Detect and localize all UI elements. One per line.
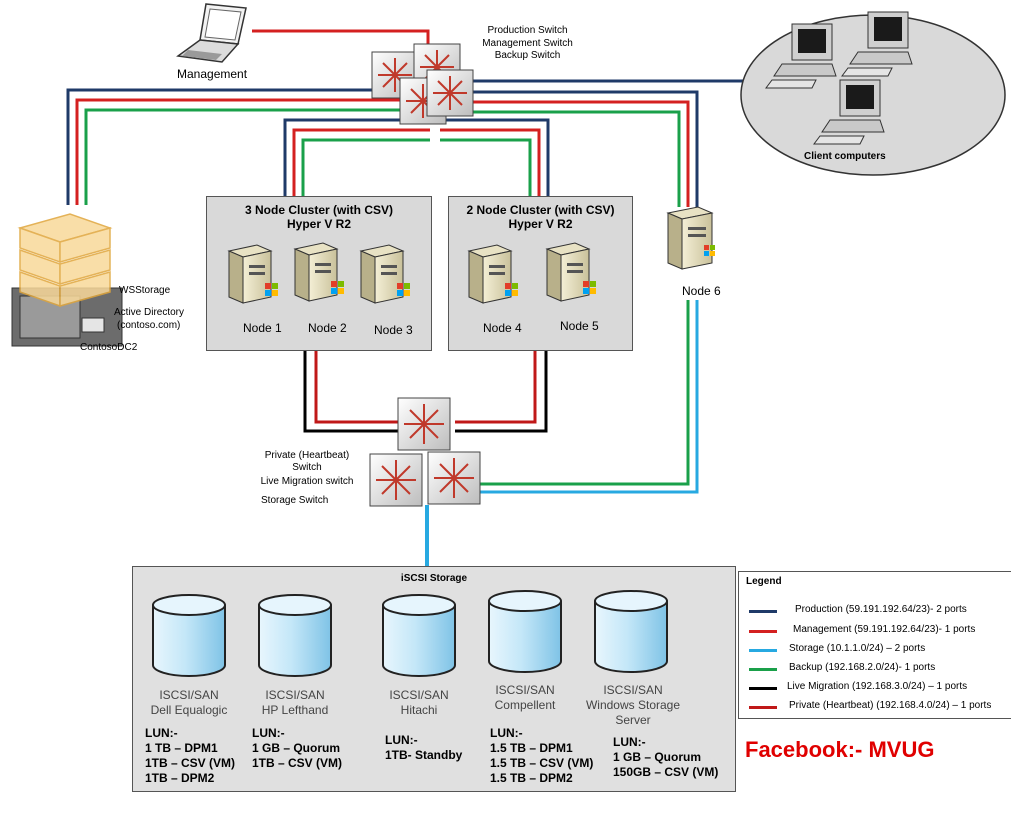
legend-label: Private (Heartbeat) (192.168.4.0/24) – 1… [789, 700, 992, 711]
server-icon [359, 244, 410, 304]
contoso-domain-label: (contoso.com) [117, 320, 181, 331]
legend-label: Storage (10.1.1.0/24) – 2 ports [789, 643, 926, 654]
legend-swatch [749, 668, 777, 671]
legend-label: Production (59.191.192.64/23)- 2 ports [795, 604, 967, 615]
backup-switch-label: Backup Switch [494, 50, 561, 61]
wsstorage-label: WSStorage [119, 285, 171, 296]
node6-management-link [470, 100, 690, 207]
dc-backup-link [84, 108, 400, 205]
node6-server-icon [666, 206, 715, 270]
node-label: Node 3 [374, 323, 413, 337]
domain-controller-icon [11, 213, 123, 347]
lun-list: LUN:- 1 GB – Quorum 1TB – CSV (VM) [252, 726, 343, 770]
cluster1-private-link [314, 350, 400, 424]
server-icon [467, 244, 518, 304]
contoso-dc2-label: ContosoDC2 [80, 342, 138, 353]
facebook-label: Facebook:- MVUG [745, 737, 935, 762]
legend-title: Legend [746, 576, 782, 587]
legend-label: Backup (192.168.2.0/24)- 1 ports [789, 662, 936, 673]
storage-switch-label: Storage Switch [261, 495, 329, 506]
private-switch-label-2: Switch [292, 462, 322, 473]
management-label: Management [177, 67, 248, 81]
management-switch-label: Management Switch [482, 38, 573, 49]
lun-list: LUN:- 1 GB – Quorum 150GB – CSV (VM) [613, 735, 719, 779]
lun-list: LUN:- 1 TB – DPM1 1TB – CSV (VM) 1TB – D… [145, 726, 236, 785]
legend-label: Management (59.191.192.64/23)- 1 ports [793, 624, 976, 635]
node-label: Node 5 [560, 319, 599, 333]
storage-title: iSCSI Storage [400, 573, 468, 584]
client-computer-icon-2 [841, 11, 913, 77]
server-icon [545, 242, 596, 302]
legend-swatch [749, 687, 777, 690]
node6-production-link [470, 90, 699, 207]
production-switch-label: Production Switch [487, 25, 568, 36]
node6-backup-lower-link [480, 300, 690, 486]
lower-switch-stack-icon [369, 397, 481, 507]
cluster2-private-link [455, 350, 537, 424]
live-migration-switch-label: Live Migration switch [260, 476, 354, 487]
cluster2-livemigration-link [455, 350, 548, 433]
node6-backup-link [470, 110, 681, 207]
san-disk-icon [594, 590, 668, 673]
private-switch-label: Private (Heartbeat) [264, 450, 350, 461]
cluster2-management-link [440, 128, 541, 196]
cluster-title: 2 Node Cluster (with CSV) [466, 203, 615, 217]
cluster-2-node-box: 2 Node Cluster (with CSV) Hyper V R2 Nod… [448, 196, 633, 351]
dc-management-link [75, 98, 400, 205]
active-directory-label: Active Directory [114, 307, 185, 318]
san-disk-icon [382, 594, 456, 677]
legend: Legend Production (59.191.192.64/23)- 2 … [738, 571, 1011, 719]
top-switch-stack-icon [371, 43, 474, 125]
san-disk-icon [152, 594, 226, 677]
cluster1-production-link [283, 118, 430, 196]
client-computers-label: Client computers [804, 151, 886, 162]
lun-list: LUN:- 1.5 TB – DPM1 1.5 TB – CSV (VM) 1.… [490, 726, 594, 785]
san-disk-icon [488, 590, 562, 673]
node-label: Node 1 [243, 321, 282, 335]
lun-list: LUN:- 1TB- Standby [385, 733, 463, 762]
legend-swatch [749, 630, 777, 633]
node6-label: Node 6 [682, 284, 721, 298]
legend-swatch [749, 649, 777, 652]
server-icon [293, 242, 344, 302]
client-computer-icon-3 [813, 79, 885, 145]
cluster1-backup-link [301, 138, 430, 196]
server-icon [227, 244, 278, 304]
legend-label: Live Migration (192.168.3.0/24) – 1 port… [787, 681, 968, 692]
node-label: Node 2 [308, 321, 347, 335]
cluster-subtitle: Hyper V R2 [508, 217, 573, 231]
laptop-icon [176, 3, 247, 63]
cluster2-backup-link [440, 138, 532, 196]
cluster-3-node-box: 3 Node Cluster (with CSV) Hyper V R2 Nod… [206, 196, 432, 351]
cluster1-management-link [292, 128, 430, 196]
legend-swatch [749, 706, 777, 709]
cluster-subtitle: Hyper V R2 [286, 217, 352, 231]
san-disk-icon [258, 594, 332, 677]
cluster1-livemigration-link [303, 350, 400, 433]
node-label: Node 4 [483, 321, 522, 335]
cluster-title: 3 Node Cluster (with CSV) [244, 203, 393, 217]
node6-storage-link [480, 300, 699, 494]
legend-swatch [749, 610, 777, 613]
client-computer-icon-1 [765, 23, 837, 89]
dc-production-link [66, 88, 400, 205]
cluster2-production-link [440, 118, 550, 196]
